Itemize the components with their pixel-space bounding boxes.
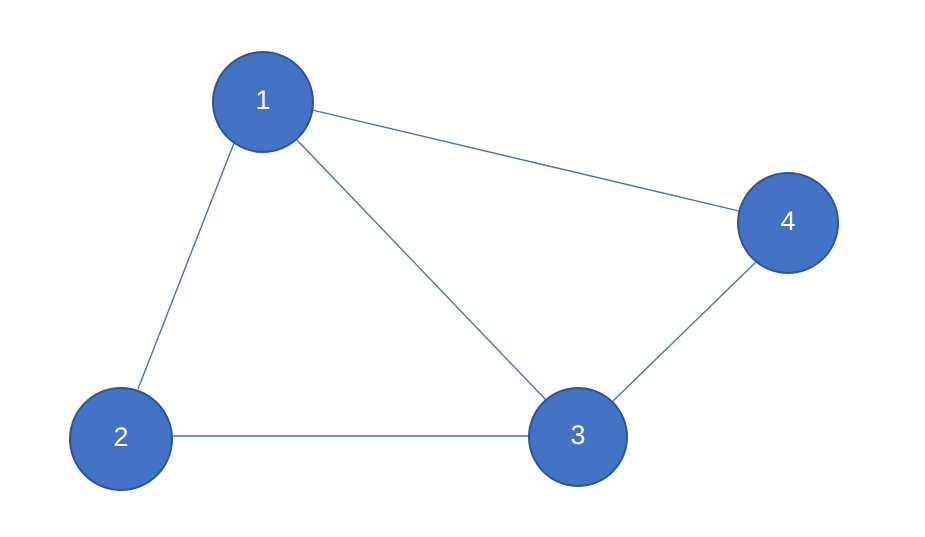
graph-node-2[interactable]: 2 xyxy=(69,387,173,491)
graph-node-circle-1[interactable] xyxy=(212,51,314,153)
graph-edge-1-4[interactable] xyxy=(311,109,740,212)
graph-node-label-2: 2 xyxy=(113,422,128,452)
graph-node-circle-3[interactable] xyxy=(528,387,628,487)
graph-edge-3-4[interactable] xyxy=(611,260,758,403)
graph-node-label-3: 3 xyxy=(570,420,585,450)
graph-node-circle-2[interactable] xyxy=(69,387,173,491)
graph-node-circle-4[interactable] xyxy=(737,172,839,274)
graph-node-label-4: 4 xyxy=(780,206,795,236)
nodes-layer: 1 2 3 4 xyxy=(69,51,839,491)
graph-node-4[interactable]: 4 xyxy=(737,172,839,274)
graph-node-3[interactable]: 3 xyxy=(528,387,628,487)
graph-edge-1-3[interactable] xyxy=(295,138,547,401)
graph-edge-1-2[interactable] xyxy=(137,142,235,390)
edges-layer xyxy=(137,109,758,437)
graph-node-label-1: 1 xyxy=(255,85,270,115)
graph-node-1[interactable]: 1 xyxy=(212,51,314,153)
